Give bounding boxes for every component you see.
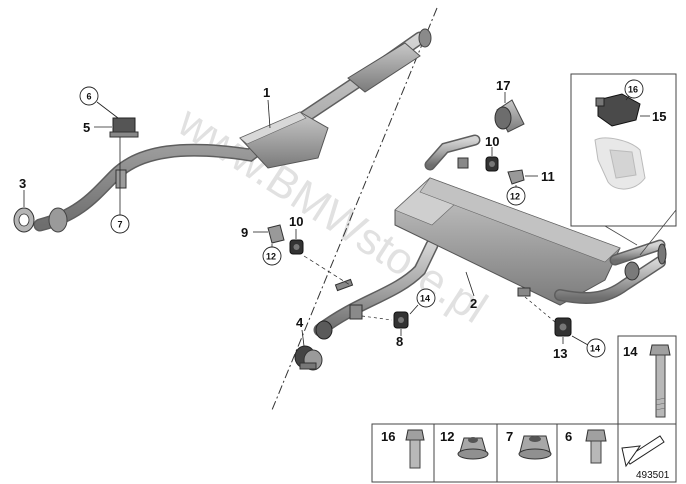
legend-7: 7	[506, 429, 513, 444]
callout-12-left: 12	[266, 252, 276, 262]
pipe-clamp	[294, 345, 323, 371]
callout-7: 7	[118, 220, 123, 230]
callout-7-circle	[110, 214, 130, 234]
diagram-id: 493501	[636, 470, 670, 481]
callout-8: 8	[396, 334, 403, 349]
legend-12: 12	[440, 429, 454, 444]
callout-14-rear: 14	[590, 344, 600, 354]
bolt-icon	[405, 429, 425, 469]
callout-11: 11	[541, 169, 555, 184]
callout-12-right-circle	[506, 186, 526, 206]
legend-14: 14	[623, 344, 638, 359]
hex-nut-icon	[518, 435, 552, 460]
callout-4: 4	[296, 315, 304, 330]
callout-5: 5	[83, 120, 90, 135]
callout-13: 13	[553, 346, 567, 361]
flap-actuator	[594, 93, 646, 190]
mounting-clip	[507, 169, 525, 185]
rear-silencer	[313, 134, 667, 340]
legend-6: 6	[565, 429, 572, 444]
callout-3: 3	[19, 176, 26, 191]
short-bolt-icon	[585, 429, 607, 464]
rubber-mount-rear	[554, 317, 572, 337]
callout-16: 16	[628, 85, 638, 95]
callout-14-mid-circle	[416, 288, 436, 308]
exhaust-tip	[494, 99, 525, 133]
flange-gasket	[13, 207, 35, 233]
callout-10-left: 10	[289, 214, 303, 229]
hanger-bracket	[267, 224, 285, 244]
separation-line	[271, 7, 438, 411]
rubber-hanger-right	[485, 156, 499, 172]
front-exhaust-pipe	[33, 28, 432, 233]
flange-nut-icon	[457, 437, 489, 460]
long-bolt-icon	[649, 344, 671, 418]
callout-12-left-circle	[262, 246, 282, 266]
rubber-mount-bracket	[109, 117, 139, 189]
callout-6-circle	[79, 86, 99, 106]
callout-12-right: 12	[510, 192, 520, 202]
callout-14-mid: 14	[420, 294, 430, 304]
callout-6: 6	[87, 92, 92, 102]
callout-9: 9	[241, 225, 248, 240]
rubber-mount-mid	[393, 311, 409, 329]
callout-16-circle	[624, 79, 644, 99]
rubber-hanger-left	[289, 239, 304, 255]
callout-14-rear-circle	[586, 338, 606, 358]
callout-17: 17	[496, 78, 510, 93]
legend-16: 16	[381, 429, 395, 444]
view-arrow-icon	[621, 435, 665, 468]
callout-15: 15	[652, 109, 666, 124]
callout-2: 2	[470, 296, 477, 311]
callout-1: 1	[263, 85, 270, 100]
callout-10-right: 10	[485, 134, 499, 149]
